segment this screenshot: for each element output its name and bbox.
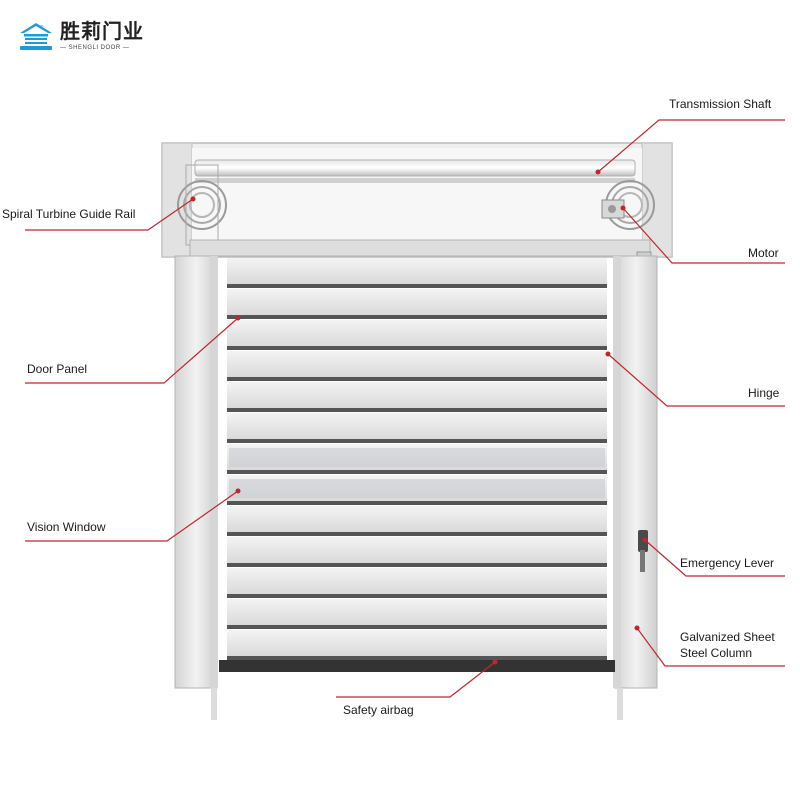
vision-window-pane [229,479,605,498]
slat-joint [227,501,607,505]
logo-english-text: — SHENGLI DOOR — [60,44,130,51]
leader-lines [25,119,785,698]
door-slat [227,413,607,439]
label-column-line1: Galvanized Sheet [680,630,775,644]
leader-motor [622,207,785,264]
slat-joint [227,532,607,536]
slat-joint [227,284,607,288]
leader-column [636,627,785,667]
door-slat [227,382,607,408]
door-slat [227,289,607,315]
slat-joint [227,346,607,350]
leader-dots [190,169,648,665]
door-slat [227,537,607,563]
label-column-line2: Steel Column [680,646,753,660]
slat-joint [227,470,607,474]
house-door-icon: ® [20,23,52,50]
safety-airbag-strip [219,660,615,672]
motor-unit [601,199,625,219]
slat-joint [227,594,607,598]
label-vision-window: Vision Window [27,520,106,534]
leader-hinge [607,353,785,407]
side-column-left [174,255,218,689]
leader-vision-window [25,490,239,542]
label-safety-airbag: Safety airbag [343,703,414,717]
slat-joint [227,563,607,567]
logo-chinese-text: 胜莉门业 [60,20,144,43]
label-motor: Motor [748,246,779,260]
leader-transmission-shaft [597,119,785,173]
door-slat [227,258,607,284]
label-spiral-rail: Spiral Turbine Guide Rail [2,207,136,221]
label-transmission-shaft: Transmission Shaft [669,97,772,111]
door-slat [227,568,607,594]
leader-emergency-lever [644,539,785,577]
transmission-shaft [194,159,636,183]
top-bar [189,239,651,257]
door-panel [227,258,607,660]
side-column-right [613,255,658,689]
registered-mark: ® [40,24,44,31]
door-slat [227,599,607,625]
vision-window-pane [229,448,605,467]
leader-spiral-rail [25,198,194,231]
slat-joint [227,625,607,629]
door-slat [227,351,607,377]
column-foot-right [617,688,623,720]
door-slat [227,506,607,532]
slat-joint [227,315,607,319]
slat-joint [227,439,607,443]
slat-joint [227,377,607,381]
leader-airbag [336,661,496,698]
slat-joint [227,408,607,412]
leader-door-panel [25,317,239,384]
door-slat [227,630,607,656]
column-foot-left [211,688,217,720]
slat-joint [227,656,607,660]
brand-logo: ® 胜莉门业 — SHENGLI DOOR — [18,20,144,52]
label-door-panel: Door Panel [27,362,88,376]
label-hinge: Hinge [748,386,780,400]
door-slat [227,320,607,346]
label-emergency-lever: Emergency Lever [680,556,775,570]
